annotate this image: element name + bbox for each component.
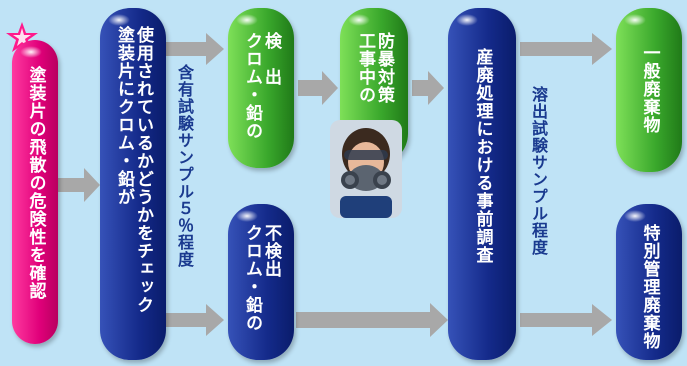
arrow-check-to-not-detected — [165, 304, 224, 336]
general-waste-label: 一般廃棄物 — [639, 44, 660, 134]
not-detected-label-line-1: 不検出 — [261, 224, 281, 278]
arrow-detected-to-protection — [298, 71, 338, 105]
check-label: 使用されているかどうかをチェック 塗装片にクロム・鉛が — [114, 26, 153, 360]
disposal-survey-label: 産廃処理における事前調査 — [472, 48, 493, 264]
arrow-check-to-detected — [165, 33, 224, 65]
check-node: 使用されているかどうかをチェック 塗装片にクロム・鉛が — [100, 8, 166, 360]
not-detected-node: 不検出 クロム・鉛の — [228, 204, 294, 360]
sample-content-label: 含有試験サンプル５％程度 — [175, 64, 194, 268]
disposal-survey-node: 産廃処理における事前調査 — [448, 8, 516, 360]
arrow-disposal-to-general — [520, 33, 612, 65]
detected-label: 検 出 クロム・鉛の — [242, 32, 281, 168]
general-waste-node: 一般廃棄物 — [616, 8, 682, 172]
sample-leach-label: 溶出試験サンプル程度 — [529, 86, 548, 256]
check-label-line-2: 塗装片にクロム・鉛が — [114, 26, 134, 206]
detected-node: 検 出 クロム・鉛の — [228, 8, 294, 168]
protection-label-line-2: 工事中の — [355, 32, 375, 104]
respirator-mask-worker-icon — [330, 120, 402, 218]
arrow-disposal-to-special — [520, 304, 612, 336]
arrow-not-detected-to-disposal — [296, 303, 448, 337]
special-waste-node: 特別管理廃棄物 — [616, 204, 682, 360]
not-detected-label-line-2: クロム・鉛の — [242, 224, 262, 332]
protection-label: 防暴対策 工事中の — [355, 32, 394, 164]
protection-label-line-1: 防暴対策 — [374, 32, 394, 104]
star-burst-icon — [6, 22, 38, 52]
arrow-confirm-to-check — [58, 168, 100, 202]
not-detected-label: 不検出 クロム・鉛の — [242, 224, 281, 360]
arrow-protection-to-disposal — [412, 71, 444, 105]
detected-label-line-1: 検 出 — [261, 32, 281, 86]
special-waste-label: 特別管理廃棄物 — [639, 224, 660, 350]
detected-label-line-2: クロム・鉛の — [242, 32, 262, 140]
confirm-risk-label: 塗装片の飛散の危険性を確認 — [25, 66, 46, 300]
confirm-risk-node: 塗装片の飛散の危険性を確認 — [12, 40, 58, 344]
check-label-line-1: 使用されているかどうかをチェック — [133, 26, 153, 314]
